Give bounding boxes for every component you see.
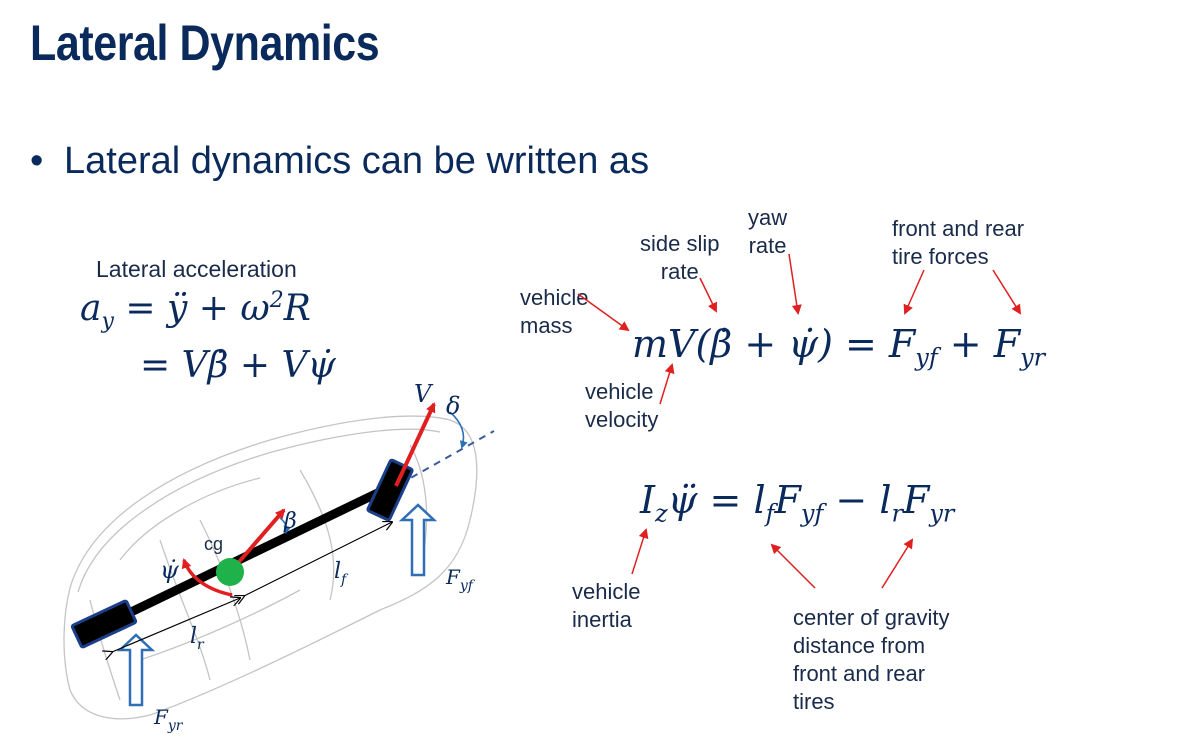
label-lr: lr	[190, 624, 205, 653]
label-beta: β	[283, 509, 297, 534]
label-psi-dot: ψ̇	[160, 556, 180, 584]
equation-yaw-moment: Izψ̈ = lfFyf − lrFyr	[640, 478, 955, 528]
bullet-item: • Lateral dynamics can be written as	[30, 140, 649, 183]
arrow-lr-distance	[881, 538, 914, 589]
arrow-vehicle-inertia	[631, 528, 649, 575]
equation-lateral-accel-line1: ay = ÿ + ω2R	[80, 288, 311, 335]
label-delta: δ	[446, 392, 460, 420]
axle-extension-dashed	[399, 430, 495, 485]
arrow-yaw-rate	[788, 253, 802, 315]
label-lf: lf	[334, 559, 349, 588]
lf-dimension	[244, 522, 392, 596]
steer-angle-arc	[449, 411, 468, 449]
equation-force-balance: mV(β̇ + ψ̇) = Fyf + Fyr	[632, 322, 1046, 372]
lr-dimension	[112, 598, 240, 652]
arrow-vehicle-velocity	[659, 363, 675, 405]
slide-title: Lateral Dynamics	[30, 15, 380, 71]
label-V: V	[414, 380, 434, 408]
lateral-acceleration-caption: Lateral acceleration	[96, 256, 297, 282]
rear-tire-force-arrow	[116, 633, 156, 707]
label-Fyr: Fyr	[153, 705, 184, 734]
arrow-rear-tire-force	[992, 269, 1022, 315]
velocity-arrow	[394, 402, 436, 487]
arrow-vehicle-mass	[577, 293, 630, 332]
rear-tire	[70, 599, 138, 649]
bullet-text: Lateral dynamics can be written as	[64, 140, 650, 182]
arrow-lf-distance	[770, 543, 816, 589]
equation-lateral-accel-line2: = Vβ̇ + Vψ̇	[140, 345, 336, 386]
bullet-dot: •	[30, 140, 44, 182]
label-Fyf: Fyf	[445, 565, 476, 594]
arrow-side-slip-rate	[699, 277, 718, 313]
cg-dot	[216, 558, 244, 586]
label-cg: cg	[204, 534, 223, 554]
front-tire-force-arrow	[398, 503, 438, 577]
yaw-rate-arrow	[181, 558, 233, 597]
arrow-front-tire-force	[903, 269, 925, 315]
